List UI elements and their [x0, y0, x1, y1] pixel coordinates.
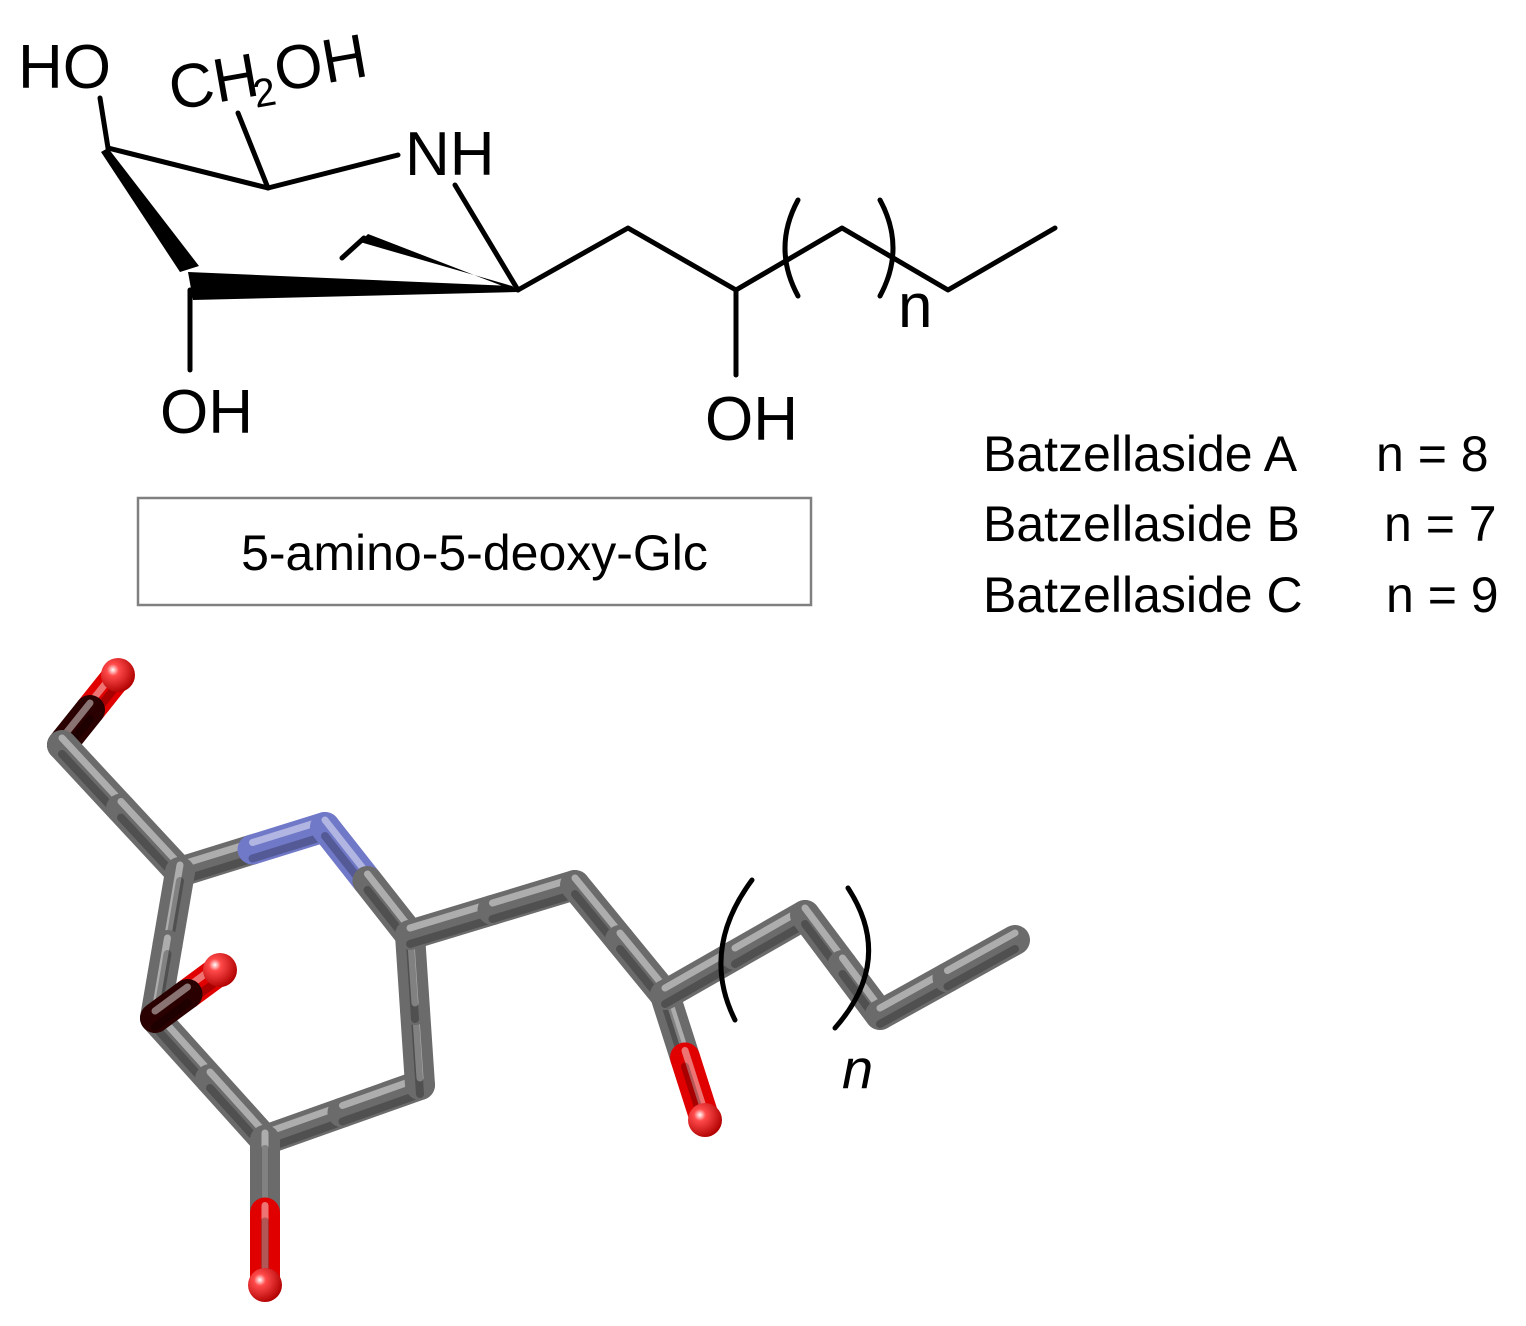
stick-repeat-index-n: n	[842, 1037, 873, 1100]
compound-name-c: Batzellaside C	[983, 567, 1303, 623]
bond-c2-stub	[339, 235, 367, 261]
structure-3d-stick-model	[47, 658, 1030, 1302]
stick-oxygen-cap-top	[101, 658, 135, 692]
repeat-bracket-left	[782, 197, 801, 299]
label-box	[136, 496, 813, 607]
bond-c4-c5	[105, 145, 271, 191]
atom-label-ch2oh-ch: CH	[163, 41, 263, 125]
atom-label-nh: NH	[405, 120, 495, 189]
bond-c5-ch2oh	[235, 110, 271, 191]
stick-bond-c5-n	[165, 812, 340, 887]
wedge-c2-c1	[360, 234, 518, 292]
compound-n-c: n = 9	[1386, 567, 1499, 623]
atom-label-ch2oh: CH 2 OH	[163, 21, 373, 125]
stick-bond-c4-c3	[140, 1003, 280, 1155]
atom-label-ho-top: HO	[18, 33, 111, 102]
stick-bond-n-c1	[310, 812, 425, 950]
stick-bond-c1-c7	[395, 870, 590, 950]
atom-label-ch2oh-oh: OH	[269, 21, 373, 105]
box-label-text: 5-amino-5-deoxy-Glc	[241, 525, 708, 581]
stick-bond-c10-c11	[865, 925, 1030, 1030]
bond-n-c1	[452, 182, 521, 293]
compound-list: Batzellaside A n = 8 Batzellaside B n = …	[983, 426, 1499, 623]
stick-oxygen-cap-ring-left	[203, 953, 237, 987]
wedge-c3-c2	[188, 272, 518, 300]
wedge-c4-c3	[101, 148, 199, 272]
repeat-index-n: n	[898, 272, 932, 341]
stick-repeat-bracket-right	[832, 885, 872, 1031]
structure-2d: HO CH 2 OH NH OH OH n	[18, 21, 1058, 454]
stick-oxygen-cap-chain	[688, 1103, 722, 1137]
atom-label-oh-chain: OH	[705, 385, 798, 454]
stick-bond-c6-c5	[47, 730, 195, 887]
bond-alkyl-chain	[515, 225, 1058, 293]
bond-c4-ho	[97, 95, 111, 151]
stick-oxygen-cap-bottom	[248, 1268, 282, 1302]
atom-label-oh-ring: OH	[160, 378, 253, 447]
compound-name-a: Batzellaside A	[983, 426, 1298, 482]
compound-name-b: Batzellaside B	[983, 496, 1300, 552]
stick-bond-c7-c8	[560, 870, 680, 1010]
compound-n-b: n = 7	[1384, 496, 1497, 552]
stick-bond-c8-c9	[650, 900, 820, 1010]
stick-bond-c3-c2	[250, 1070, 435, 1155]
compound-n-a: n = 8	[1376, 426, 1489, 482]
bond-lines	[97, 95, 1058, 378]
stick-bond-c2-c1	[395, 920, 435, 1100]
stick-repeat-bracket-left	[718, 877, 755, 1023]
repeat-bracket-right	[877, 197, 896, 299]
bond-c5-n	[265, 152, 401, 191]
